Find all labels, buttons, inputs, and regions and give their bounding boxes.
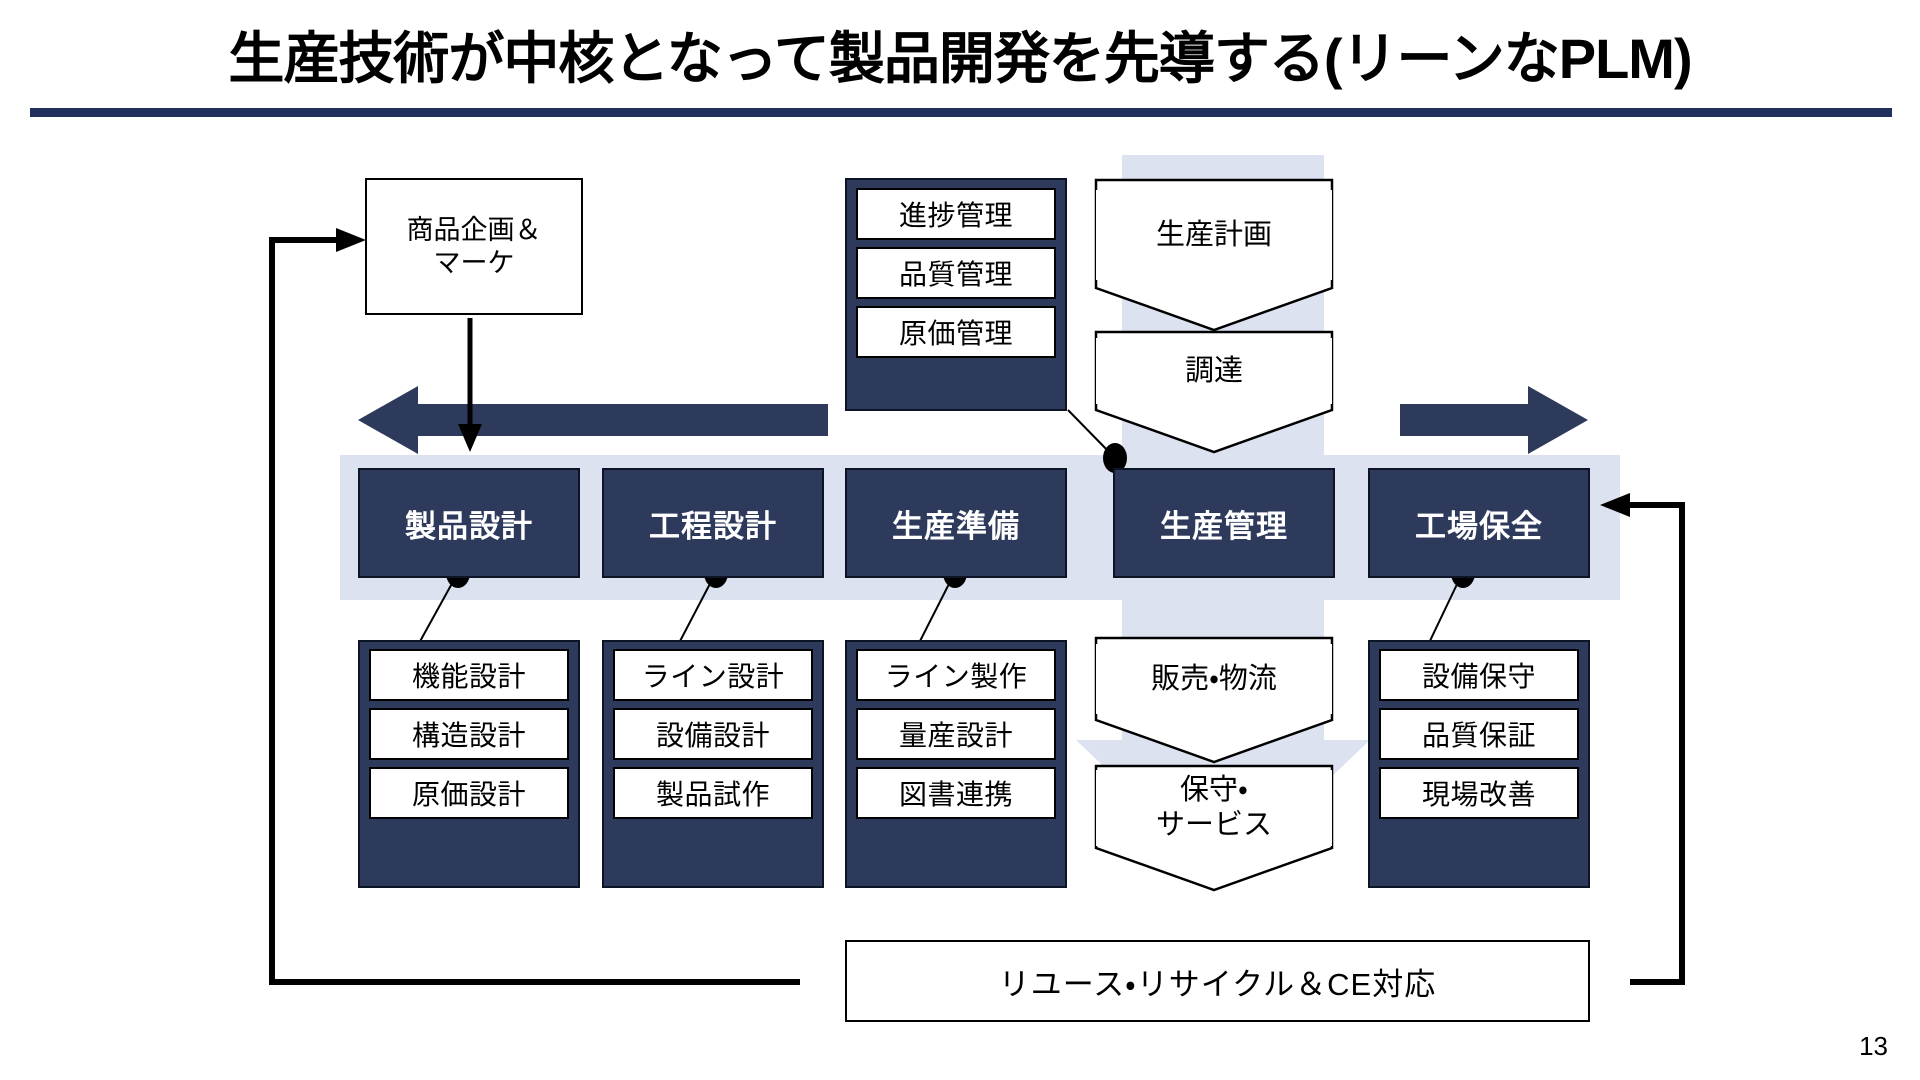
right-feedback-loop-icon xyxy=(1622,502,1685,985)
chip-mass-production-design[interactable]: 量産設計 xyxy=(856,708,1056,760)
chevron-label-procurement[interactable]: 調達 xyxy=(1096,338,1332,404)
core-card-plant-maintenance[interactable]: 工場保全 xyxy=(1368,468,1590,578)
page-title: 生産技術が中核となって製品開発を先導する(リーンなPLM) xyxy=(228,27,1692,90)
chip-document-linkage[interactable]: 図書連携 xyxy=(856,767,1056,819)
chevron-label-sales-logistics[interactable]: 販売・物流 xyxy=(1096,644,1332,714)
leader-line-production-prep xyxy=(917,577,953,646)
chip-cost-design[interactable]: 原価設計 xyxy=(369,767,569,819)
chevron-label-maintenance-service[interactable]: 保守・ サービス xyxy=(1096,770,1332,846)
core-card-product-design[interactable]: 製品設計 xyxy=(358,468,580,578)
detail-group-process-design: ライン設計 設備設計 製品試作 xyxy=(602,640,824,888)
detail-group-production-preparation: ライン製作 量産設計 図書連携 xyxy=(845,640,1067,888)
core-card-production-management[interactable]: 生産管理 xyxy=(1113,468,1335,578)
chip-quality-management[interactable]: 品質管理 xyxy=(856,247,1056,299)
right-arrow-icon xyxy=(1400,386,1588,454)
chip-structural-design[interactable]: 構造設計 xyxy=(369,708,569,760)
chevron-label-production-plan[interactable]: 生産計画 xyxy=(1096,190,1332,280)
chip-equipment-maintenance[interactable]: 設備保守 xyxy=(1379,649,1579,701)
title-underline-rule xyxy=(30,108,1892,117)
leader-line-process-design xyxy=(677,577,714,646)
detail-group-product-design: 機能設計 構造設計 原価設計 xyxy=(358,640,580,888)
detail-group-plant-maintenance: 設備保守 品質保証 現場改善 xyxy=(1368,640,1590,888)
chip-shopfloor-improvement[interactable]: 現場改善 xyxy=(1379,767,1579,819)
right-feedback-arrowhead-icon xyxy=(1600,493,1630,517)
chip-functional-design[interactable]: 機能設計 xyxy=(369,649,569,701)
chip-progress-management[interactable]: 進捗管理 xyxy=(856,188,1056,240)
chip-cost-management[interactable]: 原価管理 xyxy=(856,306,1056,358)
chip-line-design[interactable]: ライン設計 xyxy=(613,649,813,701)
core-card-production-preparation[interactable]: 生産準備 xyxy=(845,468,1067,578)
management-group: 進捗管理 品質管理 原価管理 xyxy=(845,178,1067,411)
chip-product-prototype[interactable]: 製品試作 xyxy=(613,767,813,819)
leader-line-product-design xyxy=(417,577,456,646)
leader-line-management-to-production xyxy=(1067,409,1113,456)
core-card-process-design[interactable]: 工程設計 xyxy=(602,468,824,578)
page-number: 13 xyxy=(1859,1031,1888,1061)
left-arrow-icon xyxy=(358,386,828,454)
left-feedback-arrowhead-icon xyxy=(336,228,366,252)
leader-line-plant-maintenance xyxy=(1427,577,1461,646)
product-planning-box[interactable]: 商品企画＆ マーケ xyxy=(365,178,583,315)
chip-quality-assurance[interactable]: 品質保証 xyxy=(1379,708,1579,760)
chip-line-manufacturing[interactable]: ライン製作 xyxy=(856,649,1056,701)
recycle-ce-bar[interactable]: リユース・リサイクル＆CE対応 xyxy=(845,940,1590,1022)
planning-to-design-arrow-icon xyxy=(458,318,482,452)
chip-equipment-design[interactable]: 設備設計 xyxy=(613,708,813,760)
